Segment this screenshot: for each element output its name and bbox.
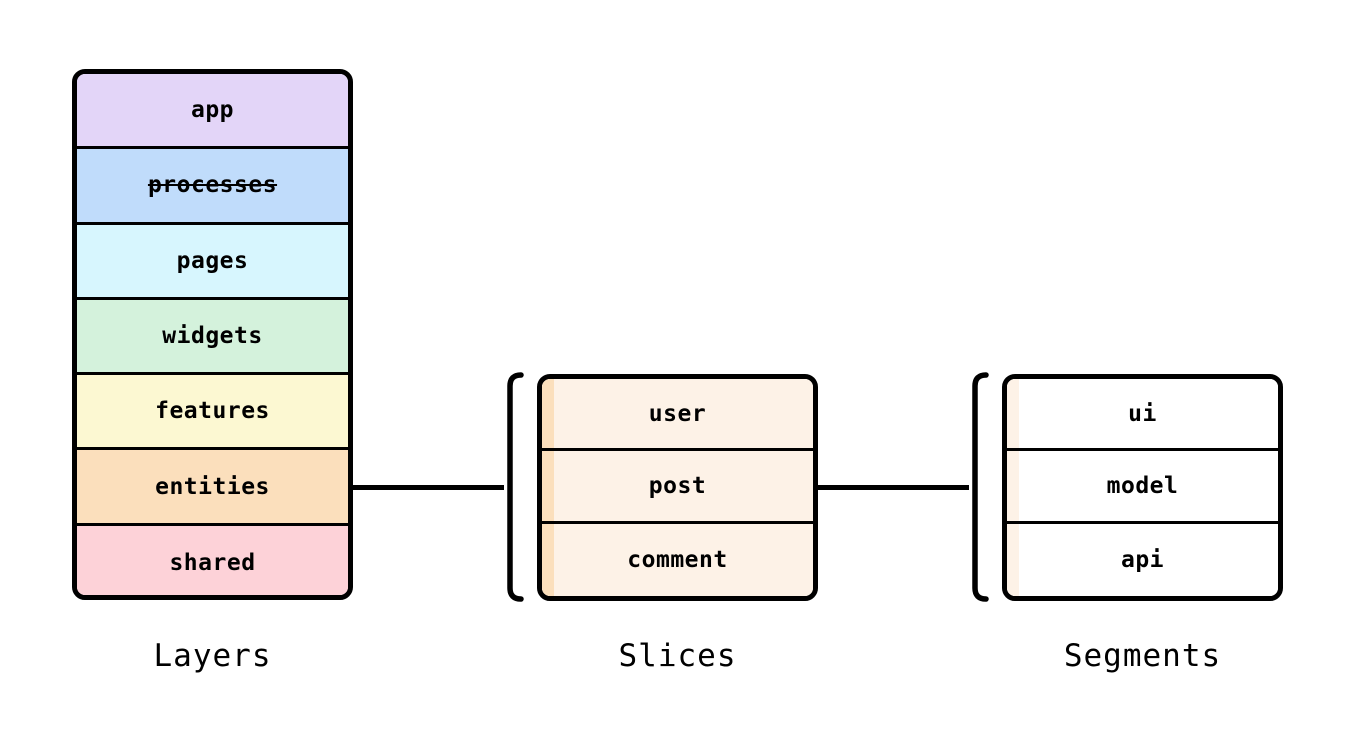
segment-label-model: model xyxy=(1106,472,1179,499)
caption-layers: Layers xyxy=(153,638,272,674)
slice-accent-stripe xyxy=(542,523,554,596)
segment-row-model[interactable]: model xyxy=(1007,451,1278,524)
slices-stack: user post comment xyxy=(537,374,818,601)
segment-row-ui[interactable]: ui xyxy=(1007,379,1278,452)
layer-label-features: features xyxy=(155,398,270,425)
slice-label-user: user xyxy=(648,400,707,427)
segment-accent-stripe xyxy=(1007,523,1019,596)
left-bracket-slices-icon xyxy=(507,372,524,602)
layer-row-widgets[interactable]: widgets xyxy=(77,299,348,376)
slice-row-comment[interactable]: comment xyxy=(542,523,813,596)
connector-layers-to-slices xyxy=(352,485,504,490)
layers-stack: app processes pages widgets features ent… xyxy=(72,69,353,600)
slice-label-post: post xyxy=(648,472,707,499)
layer-row-pages[interactable]: pages xyxy=(77,224,348,300)
layer-row-entities[interactable]: entities xyxy=(77,450,348,526)
segment-label-ui: ui xyxy=(1128,400,1157,427)
layer-label-shared: shared xyxy=(169,550,256,577)
layer-label-app: app xyxy=(190,97,235,124)
layer-label-processes: processes xyxy=(147,172,278,199)
segment-accent-stripe xyxy=(1007,379,1019,449)
slice-accent-stripe xyxy=(542,379,554,449)
segment-row-api[interactable]: api xyxy=(1007,523,1278,596)
slice-row-user[interactable]: user xyxy=(542,379,813,452)
layer-row-processes[interactable]: processes xyxy=(77,149,348,225)
caption-segments: Segments xyxy=(1063,638,1222,674)
segment-label-api: api xyxy=(1120,546,1165,573)
layer-row-app[interactable]: app xyxy=(77,74,348,150)
layer-label-entities: entities xyxy=(155,473,270,500)
layer-label-pages: pages xyxy=(176,247,249,274)
connector-slices-to-segments xyxy=(817,485,969,490)
segment-accent-stripe xyxy=(1007,451,1019,521)
layer-label-widgets: widgets xyxy=(162,323,263,350)
slice-accent-stripe xyxy=(542,451,554,521)
segments-stack: ui model api xyxy=(1002,374,1283,601)
layer-row-features[interactable]: features xyxy=(77,375,348,451)
layer-row-shared[interactable]: shared xyxy=(77,525,348,595)
slice-label-comment: comment xyxy=(627,546,728,573)
left-bracket-segments-icon xyxy=(972,372,989,602)
slice-row-post[interactable]: post xyxy=(542,451,813,524)
caption-slices: Slices xyxy=(618,638,737,674)
